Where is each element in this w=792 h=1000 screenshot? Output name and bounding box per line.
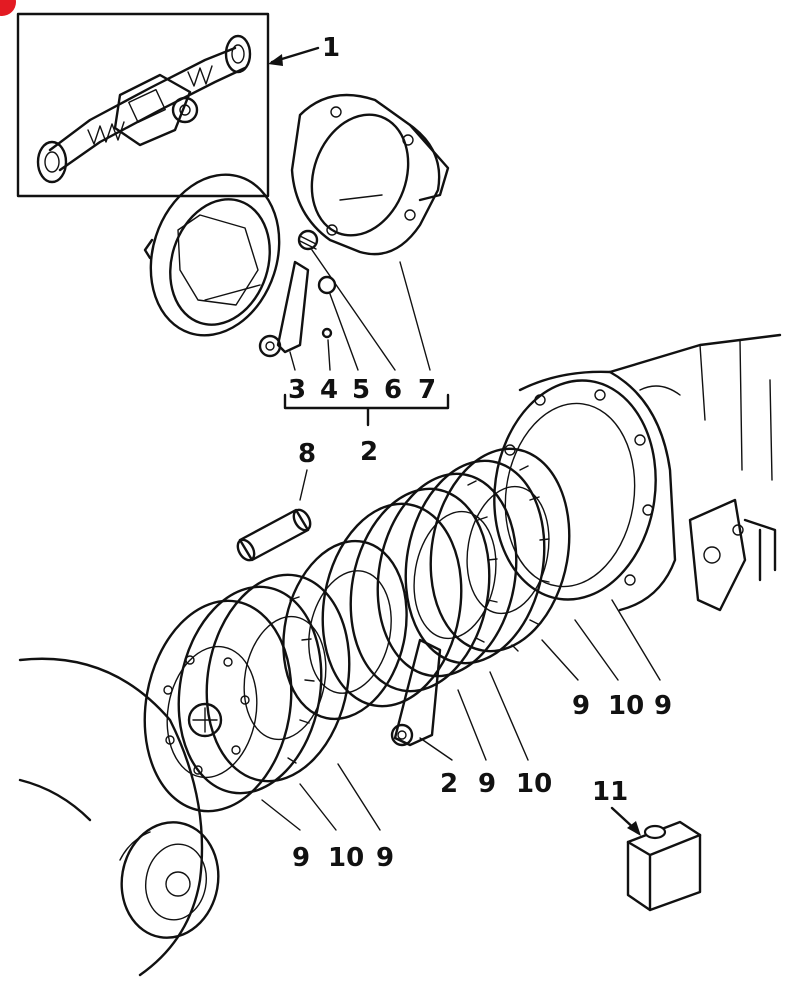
leaders-mid (419, 671, 529, 761)
brake-plate-front (143, 173, 281, 337)
corner-badge (0, 0, 16, 16)
brake-plate-rear-part-7 (290, 93, 450, 256)
leaders-right-discs (541, 599, 661, 681)
callout-2-top: 2 (360, 437, 378, 467)
callout-3: 3 (288, 375, 306, 405)
callout-8: 8 (298, 439, 316, 469)
leader-8 (299, 469, 308, 501)
bracket-2 (283, 393, 450, 427)
callout-9-mid: 9 (478, 769, 496, 799)
callout-11: 11 (592, 777, 628, 807)
callout-10-mid: 10 (516, 769, 552, 799)
leaders-3-7 (289, 249, 431, 371)
disc-stack-left (143, 573, 351, 813)
callout-5: 5 (352, 375, 370, 405)
callout-9-left-b: 9 (376, 843, 394, 873)
callout-1: 1 (322, 33, 340, 63)
leader-1 (268, 46, 320, 66)
leaders-left (261, 763, 381, 831)
lubricant-container-part-11 (626, 820, 702, 912)
ball-part-5 (317, 275, 337, 295)
transmission-housing (493, 333, 782, 612)
leader-11 (610, 806, 641, 836)
lever-arm-part-3 (258, 260, 310, 358)
pin-part-4 (321, 327, 333, 339)
pin-part-8 (236, 508, 312, 562)
callout-9-right-b: 9 (654, 691, 672, 721)
callout-2-mid: 2 (440, 769, 458, 799)
linkage-bracket (688, 498, 777, 612)
callout-7: 7 (418, 375, 436, 405)
axle-housing (18, 657, 220, 977)
callout-10-left: 10 (328, 843, 364, 873)
callout-6: 6 (384, 375, 402, 405)
callout-9-right-a: 9 (572, 691, 590, 721)
callout-4: 4 (320, 375, 338, 405)
callout-10-right: 10 (608, 691, 644, 721)
callout-9-left-a: 9 (292, 843, 310, 873)
spring-part-6 (297, 229, 319, 251)
inset-actuator-assembly (16, 12, 270, 198)
